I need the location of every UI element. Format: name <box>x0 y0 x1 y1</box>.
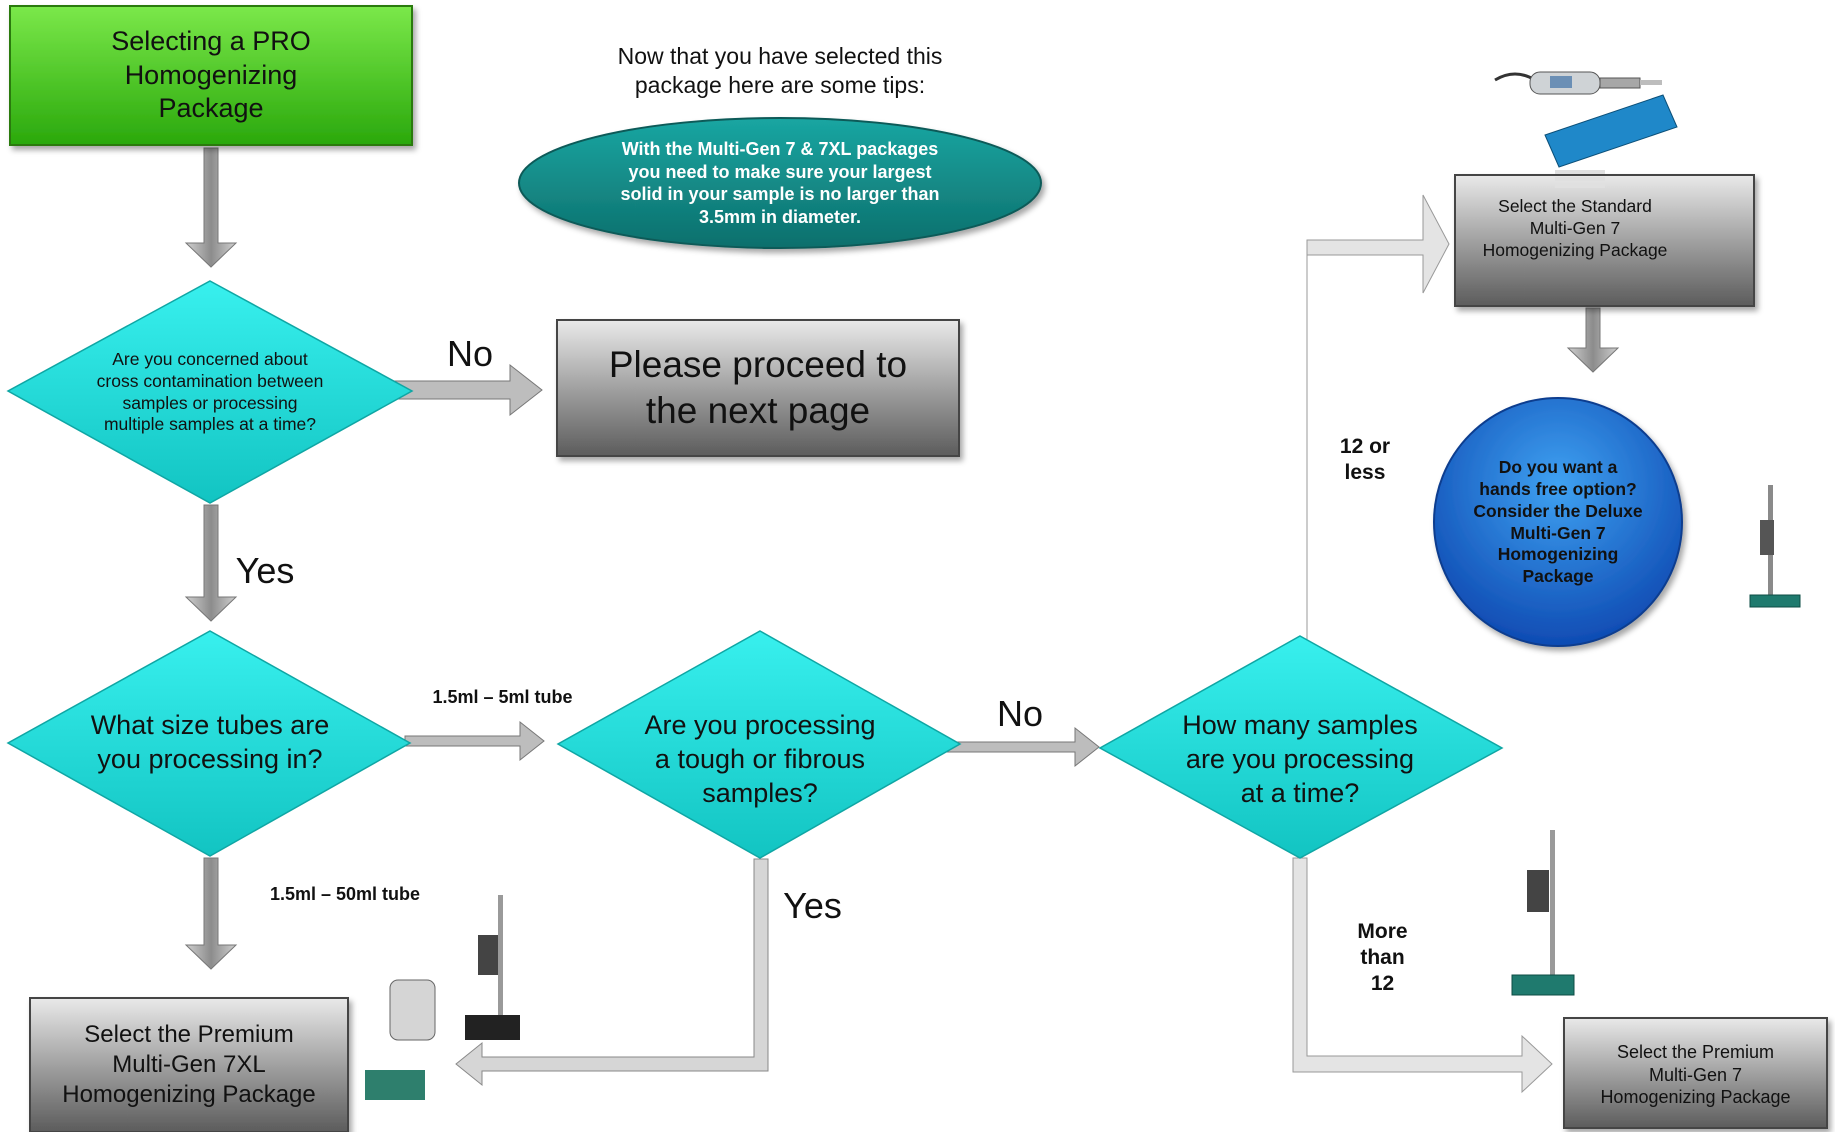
edge-label-twelve-or-less: 12 or less <box>1339 434 1391 484</box>
edge-label-small-tube: 1.5ml – 5ml tube <box>432 686 573 707</box>
edge-label-yes-1: Yes <box>235 549 295 591</box>
arrow-twelve-or-less <box>1293 194 1450 641</box>
arrow-contamination-yes <box>184 504 238 622</box>
tips-bubble <box>518 117 1042 249</box>
tips-bubble-text: With the Multi-Gen 7 & 7XL packages you … <box>620 139 940 227</box>
decision-tough-text: Are you processing a tough or fibrous sa… <box>644 710 876 808</box>
homogenizer-handheld-icon <box>1494 71 1662 95</box>
decision-contamination-text: Are you concerned about cross contaminat… <box>96 348 324 435</box>
proceed-box-label: Please proceed to the next page <box>608 343 908 431</box>
result-premium-xl-box <box>29 997 349 1132</box>
start-box-label: Selecting a PRO Homogenizing Package <box>111 25 311 124</box>
arrow-tough-yes <box>455 858 769 1087</box>
proceed-box <box>556 319 960 457</box>
decision-tube-size <box>6 630 412 857</box>
edge-label-more-than-12: More than 12 <box>1357 919 1408 996</box>
stand-icon <box>1749 485 1801 608</box>
edge-label-no-2: No <box>996 692 1044 734</box>
decision-count-text: How many samples are you processing at a… <box>1182 710 1418 808</box>
arrow-standard-to-deluxe <box>1566 307 1620 373</box>
edge-label-yes-2: Yes <box>783 884 842 926</box>
generator-probes-icon <box>1544 94 1678 188</box>
arrow-tough-no <box>939 726 1100 768</box>
arrow-more-than-12 <box>1292 857 1553 1094</box>
edge-label-large-tube: 1.5ml – 50ml tube <box>269 883 421 904</box>
result-standard-box <box>1454 174 1755 307</box>
arrow-start-to-contamination <box>184 147 238 268</box>
decision-count <box>1098 635 1504 859</box>
start-box <box>9 5 413 146</box>
edge-label-no-1: No <box>446 332 494 374</box>
result-premium-label: Select the Premium Multi-Gen 7 Homogeniz… <box>1600 1042 1791 1108</box>
stand-premium-icon <box>1511 830 1575 996</box>
arrow-contamination-no <box>391 363 543 417</box>
tips-heading: Now that you have selected this package … <box>617 43 943 98</box>
arrow-small-tube <box>404 720 545 762</box>
decision-tough <box>556 630 962 859</box>
result-premium-box <box>1563 1017 1828 1129</box>
decision-tube-size-text: What size tubes are you processing in? <box>90 709 330 774</box>
arrow-large-tube <box>184 857 238 970</box>
result-standard-label: Select the Standard Multi-Gen 7 Homogeni… <box>1482 196 1668 260</box>
stand-with-homogenizer-icon <box>365 895 520 1100</box>
result-premium-xl-label: Select the Premium Multi-Gen 7XL Homogen… <box>62 1021 316 1108</box>
deluxe-bubble-text: Do you want a hands free option? Conside… <box>1473 456 1643 587</box>
deluxe-bubble <box>1433 397 1683 647</box>
decision-contamination <box>6 280 414 504</box>
